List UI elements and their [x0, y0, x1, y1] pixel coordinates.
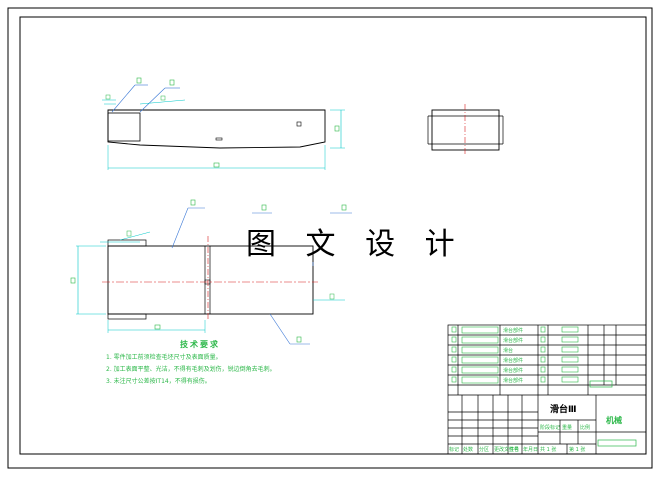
- bom-row-5: 滑台部件: [503, 368, 524, 374]
- top-view: [70, 199, 352, 345]
- title-block: [447, 324, 647, 455]
- tech-requirements-title: 技术要求: [180, 340, 220, 349]
- signature-label: 签名: [509, 447, 520, 453]
- count-label: 处数: [463, 447, 474, 453]
- mark-label: 标记: [449, 447, 460, 453]
- bom-row-3: 滑台: [503, 348, 514, 354]
- change-doc-label: 更改文件号: [494, 447, 520, 453]
- tech-note-2: 2. 加工表面平整、光洁，不得有毛刺及划伤，锐边倒角去毛刺。: [106, 366, 276, 373]
- stage-label: 阶段标记: [540, 425, 561, 431]
- sheet-border: [7, 7, 653, 469]
- tech-note-1: 1. 零件加工前须检查毛坯尺寸及表面质量。: [106, 354, 222, 361]
- date-label: 年月日: [523, 447, 539, 453]
- bom-row-6: 滑台部件: [503, 378, 524, 384]
- bom-row-1: 滑台部件: [503, 328, 524, 334]
- drawing-frame: [19, 16, 647, 455]
- front-view: [102, 77, 345, 170]
- bom-row-2: 滑台部件: [503, 338, 524, 344]
- bom-row-4: 滑台部件: [503, 358, 524, 364]
- scale-label: 比例: [580, 425, 591, 431]
- zone-label: 分区: [479, 447, 490, 453]
- tech-note-3: 3. 未注尺寸公差按IT14，不得有损伤。: [106, 378, 211, 385]
- sheet-number: 第 1 张: [569, 447, 586, 453]
- weight-label: 重量: [562, 425, 573, 431]
- watermark-text: 图 文 设 计: [246, 227, 465, 262]
- side-view: [427, 104, 504, 156]
- part-name: 滑台Ⅲ: [550, 405, 577, 415]
- sheet-total: 共 1 张: [540, 447, 557, 453]
- standard-label: 机械: [606, 416, 622, 425]
